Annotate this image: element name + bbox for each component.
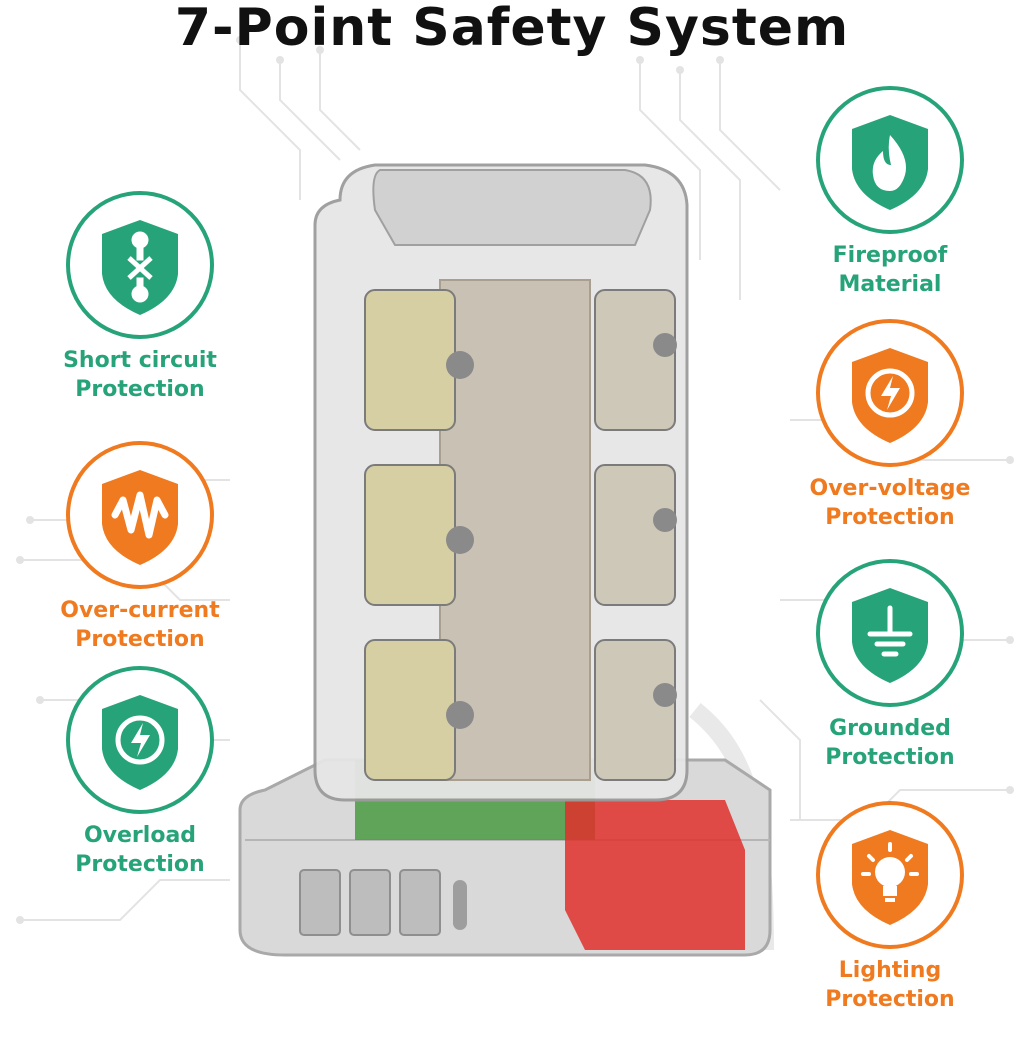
feature-label-line1: Over-current <box>60 598 220 623</box>
lightning-circle-icon <box>865 368 915 418</box>
feature-label-line1: Short circuit <box>63 348 217 373</box>
feature-label-line1: Grounded <box>829 716 951 741</box>
feature-label-line2: Protection <box>75 627 205 652</box>
feature-label-line2: Protection <box>825 505 955 530</box>
power-strip-tower-illustration <box>238 163 774 957</box>
feature-label-line2: Protection <box>825 987 955 1012</box>
bulb-icon <box>861 842 919 902</box>
feature-label-line1: Overload <box>83 823 197 848</box>
feature-label-line2: Protection <box>825 745 955 770</box>
feature-label-line2: Protection <box>75 377 205 402</box>
short-circuit-icon <box>127 231 153 303</box>
page-title: 7-Point Safety System <box>174 0 850 58</box>
ground-icon <box>867 605 913 657</box>
feature-label-line1: Over-voltage <box>809 476 971 501</box>
flame-icon <box>872 135 906 191</box>
feature-label-line1: Lighting <box>838 958 942 983</box>
feature-label-line2: Material <box>838 272 942 297</box>
lightning-circle-icon <box>115 715 165 765</box>
wave-icon <box>111 491 169 539</box>
feature-label-line2: Protection <box>75 852 205 877</box>
feature-label-line1: Fireproof <box>832 243 948 268</box>
